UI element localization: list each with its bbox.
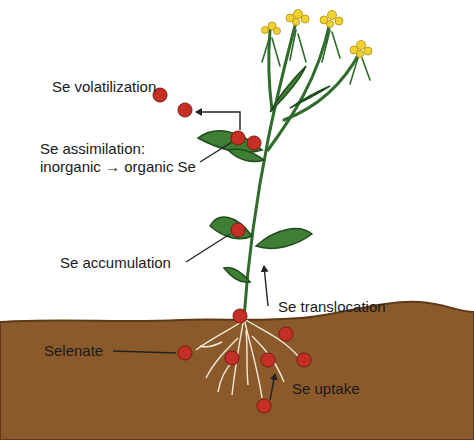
compound-label: Selenate: [44, 342, 103, 360]
process-label: inorganic → organic Se: [40, 158, 196, 176]
process-label: Se volatilization: [52, 78, 156, 96]
process-label: Se uptake: [292, 380, 360, 398]
process-label: Se accumulation: [60, 254, 171, 272]
process-label: Se translocation: [278, 298, 386, 316]
process-label: Se assimilation:: [40, 140, 145, 158]
